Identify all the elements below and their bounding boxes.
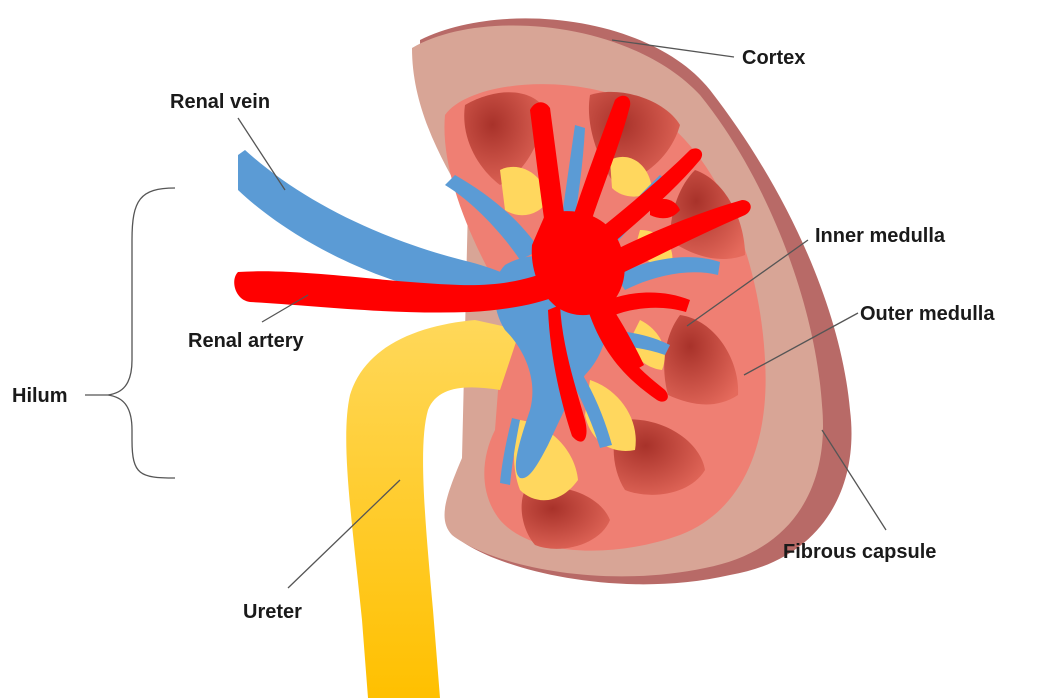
renal-artery-label: Renal artery	[188, 330, 304, 352]
ureter-label: Ureter	[243, 601, 302, 623]
renal-vein-label: Renal vein	[170, 91, 270, 113]
cortex-label: Cortex	[742, 47, 805, 69]
inner-medulla-label: Inner medulla	[815, 225, 946, 247]
fibrous-capsule-label: Fibrous capsule	[783, 541, 936, 563]
hilum-brace	[108, 188, 175, 478]
outer-medulla-label: Outer medulla	[860, 303, 995, 325]
hilum-label: Hilum	[12, 385, 68, 407]
